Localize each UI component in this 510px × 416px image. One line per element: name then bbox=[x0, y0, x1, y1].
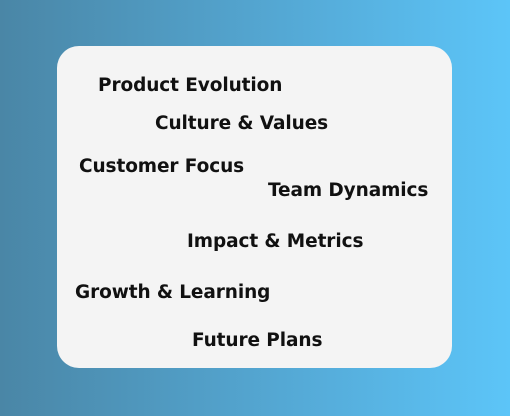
topic-product-evolution[interactable]: Product Evolution bbox=[98, 75, 283, 96]
topic-team-dynamics[interactable]: Team Dynamics bbox=[268, 180, 429, 201]
topic-customer-focus[interactable]: Customer Focus bbox=[79, 156, 245, 177]
topic-culture-values[interactable]: Culture & Values bbox=[155, 113, 329, 134]
topic-card: Product Evolution Culture & Values Custo… bbox=[57, 46, 452, 368]
topic-impact-metrics[interactable]: Impact & Metrics bbox=[187, 231, 364, 252]
topic-growth-learning[interactable]: Growth & Learning bbox=[75, 282, 271, 303]
topic-future-plans[interactable]: Future Plans bbox=[192, 330, 323, 351]
